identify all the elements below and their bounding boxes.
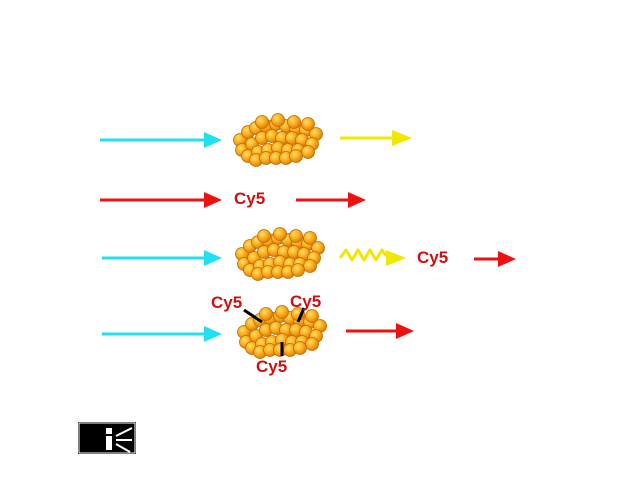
row-2: Cy5 xyxy=(100,189,366,208)
cy5-label: Cy5 xyxy=(211,293,242,312)
particle-dot xyxy=(303,259,317,273)
particle-dot xyxy=(257,229,271,243)
red-arrow xyxy=(296,192,366,208)
particle-dot xyxy=(255,115,269,129)
row-3: Cy5 xyxy=(102,227,516,281)
cyan-arrow xyxy=(102,326,222,342)
particle-dot xyxy=(259,307,273,321)
particle-dot xyxy=(291,263,305,277)
cy5-label: Cy5 xyxy=(234,189,265,208)
cy5-label: Cy5 xyxy=(290,292,321,311)
label-connector-lines xyxy=(243,307,306,356)
presentation-logo-icon xyxy=(78,422,136,454)
yellow-wavy-arrow xyxy=(338,248,406,266)
particle-dot xyxy=(301,145,315,159)
cy5-label: Cy5 xyxy=(417,248,448,267)
particle-dot xyxy=(273,227,287,241)
particle-dot xyxy=(305,337,319,351)
cyan-arrow xyxy=(100,132,222,148)
particle-dot xyxy=(305,309,319,323)
particle-dot xyxy=(301,117,315,131)
particle-dot xyxy=(289,149,303,163)
red-arrow xyxy=(346,323,414,339)
cy5-label: Cy5 xyxy=(256,357,287,376)
red-arrow xyxy=(474,251,516,267)
particle-dot xyxy=(271,113,285,127)
cyan-arrow xyxy=(102,250,222,266)
particle-dot xyxy=(287,115,301,129)
yellow-arrow xyxy=(340,130,412,146)
row-1 xyxy=(100,113,412,167)
row-4: Cy5 Cy5 Cy5 xyxy=(102,292,414,376)
red-arrow xyxy=(100,192,222,208)
particle-cluster xyxy=(235,227,325,281)
particle-dot xyxy=(293,341,307,355)
particle-cluster xyxy=(233,113,323,167)
particle-dot xyxy=(303,231,317,245)
particle-dot xyxy=(289,229,303,243)
particle-dot xyxy=(275,305,289,319)
